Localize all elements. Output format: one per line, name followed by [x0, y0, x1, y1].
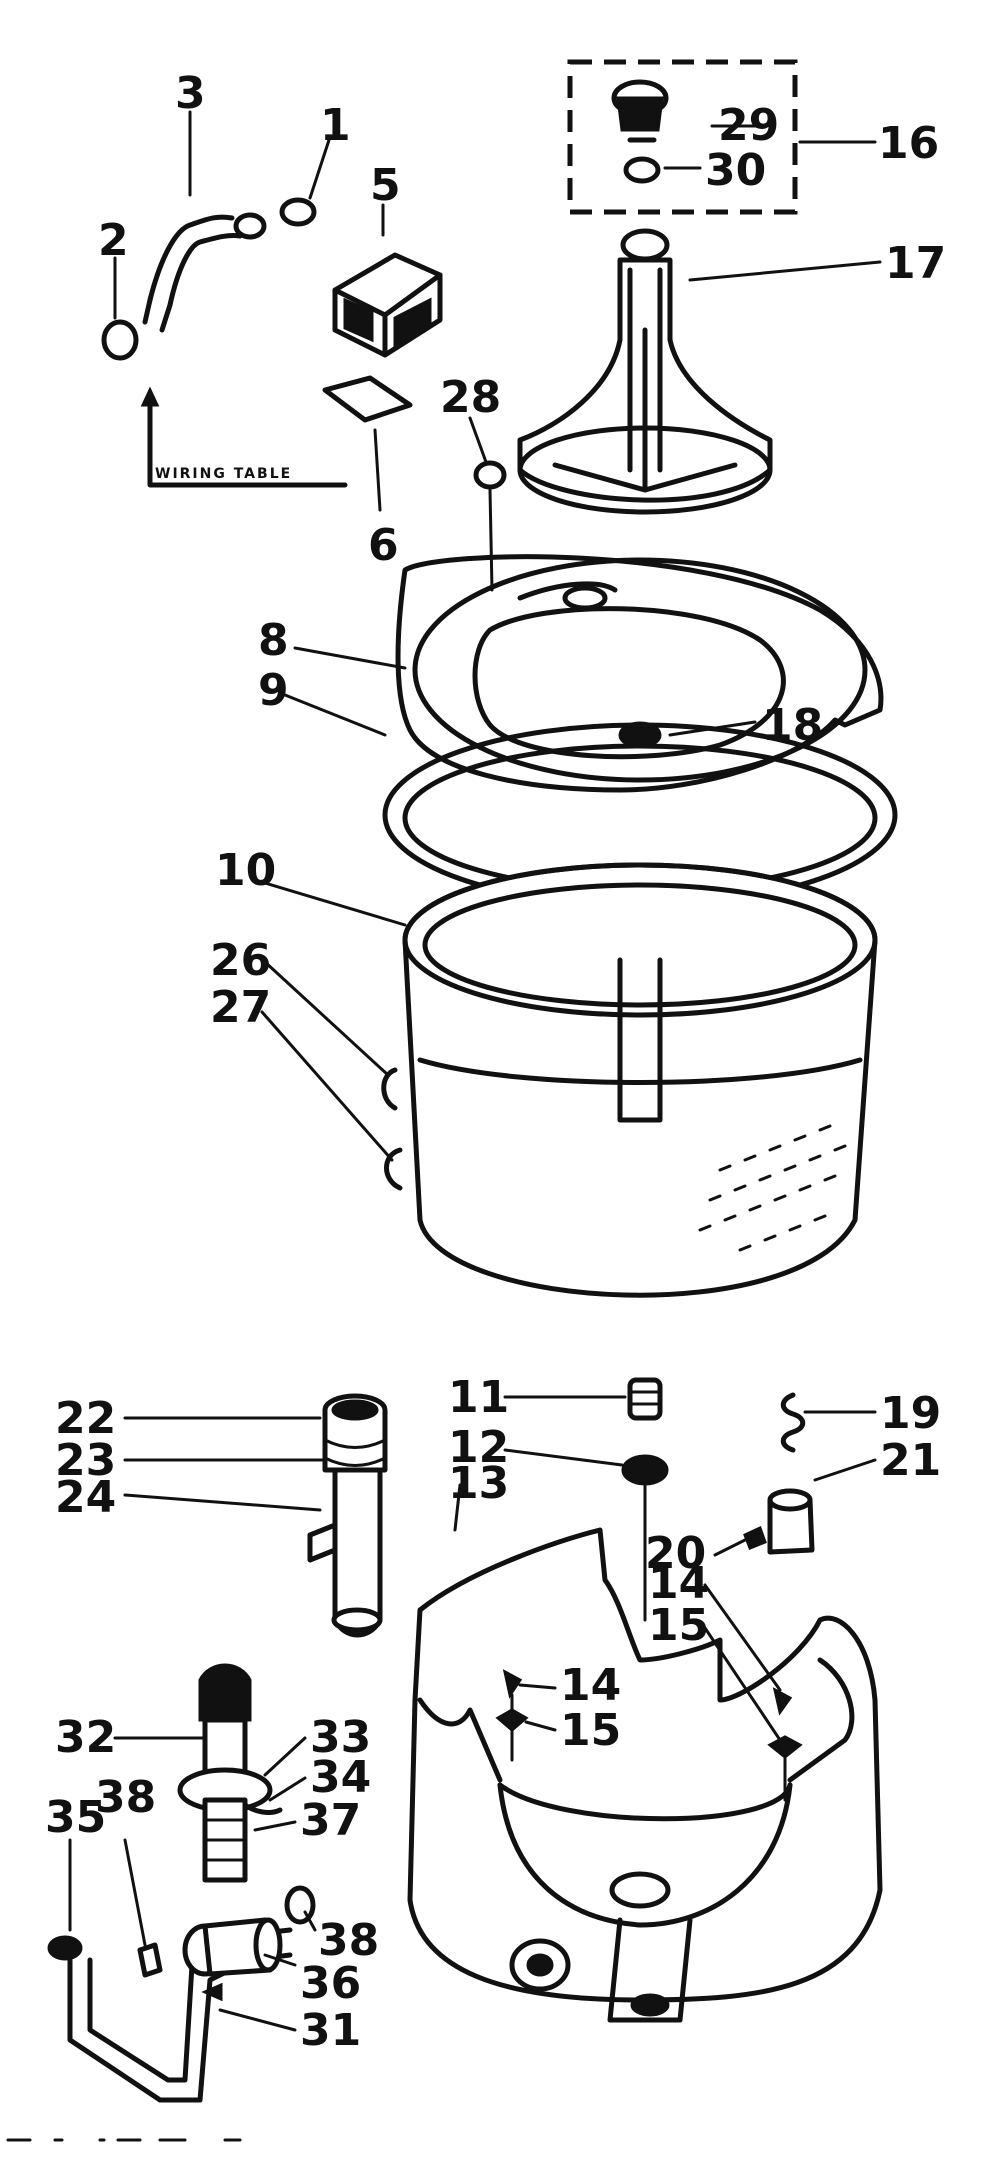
callout-15-right: 15 — [648, 1600, 709, 1651]
leader-lines — [68, 110, 882, 2032]
screw-part-14-right — [772, 1687, 793, 1716]
inlet-part-22-24 — [307, 1393, 388, 1638]
plug-part-28 — [473, 460, 507, 592]
cap-kit-box — [567, 59, 798, 215]
callout-14-left: 14 — [560, 1660, 621, 1711]
callout-26: 26 — [210, 935, 271, 986]
callout-16: 16 — [878, 118, 939, 169]
clip-part-26 — [381, 1067, 398, 1111]
switch-part-5 — [332, 252, 443, 358]
callout-33: 33 — [310, 1712, 371, 1763]
callout-labels: 1 2 3 5 6 8 9 10 11 12 13 14 14 15 15 16… — [45, 68, 946, 2056]
washer-part-15-left — [495, 1708, 529, 1732]
callout-17: 17 — [885, 238, 946, 289]
agitator-part-17 — [517, 228, 773, 515]
base-part-13 — [407, 1527, 883, 2023]
screw-part-20 — [743, 1525, 767, 1550]
callout-1: 1 — [320, 100, 351, 151]
seal-part-30 — [623, 137, 661, 184]
callout-6: 6 — [368, 520, 399, 571]
callout-31: 31 — [300, 2005, 361, 2056]
callout-5: 5 — [370, 160, 401, 211]
tub-perforations — [698, 1124, 847, 1252]
callout-19: 19 — [880, 1388, 941, 1439]
tub-part-10 — [402, 862, 878, 1298]
callout-36: 36 — [300, 1958, 361, 2009]
callout-12: 12 — [448, 1422, 509, 1473]
callout-37: 37 — [300, 1795, 361, 1846]
callout-2: 2 — [98, 215, 129, 266]
callout-13: 13 — [448, 1458, 509, 1509]
wiring-table-pointer — [140, 386, 348, 488]
callout-29: 29 — [718, 100, 779, 151]
washer-part-12 — [621, 1454, 669, 1622]
callout-22: 22 — [55, 1393, 116, 1444]
callout-14-right: 14 — [648, 1558, 709, 1609]
callout-15-left: 15 — [560, 1705, 621, 1756]
callout-9: 9 — [258, 665, 289, 716]
callout-8: 8 — [258, 615, 289, 666]
callout-18: 18 — [762, 700, 823, 751]
callout-32: 32 — [55, 1712, 116, 1763]
wiring-table-label: WIRING TABLE — [155, 466, 292, 482]
callout-11: 11 — [448, 1372, 509, 1423]
pump-part-32-34 — [177, 1663, 283, 1883]
ring-part-2 — [101, 319, 139, 361]
hose-part-3 — [142, 212, 267, 333]
callout-21: 21 — [880, 1435, 941, 1486]
callout-35: 35 — [45, 1792, 106, 1843]
callout-38-right: 38 — [318, 1915, 379, 1966]
plate-part-6 — [322, 375, 413, 423]
callout-28: 28 — [440, 372, 501, 423]
clip-part-27 — [384, 1147, 403, 1191]
callout-27: 27 — [210, 982, 271, 1033]
callout-3: 3 — [175, 68, 206, 119]
callout-30: 30 — [705, 145, 766, 196]
callout-34: 34 — [310, 1752, 371, 1803]
clamp-part-38-left — [137, 1942, 163, 1978]
callout-23: 23 — [55, 1435, 116, 1486]
cap-part-29 — [611, 79, 669, 132]
fitting-part-21 — [767, 1488, 815, 1555]
callout-24: 24 — [55, 1472, 116, 1523]
ring-part-1 — [279, 197, 317, 227]
elbow-part-36 — [182, 1917, 283, 1977]
callout-20: 20 — [645, 1528, 706, 1579]
spring-part-19 — [780, 1392, 806, 1453]
callout-38-left: 38 — [95, 1772, 156, 1823]
cap-part-35 — [47, 1935, 83, 1961]
callout-10: 10 — [215, 845, 276, 896]
tub-cover-part-8 — [395, 554, 884, 793]
nut-part-11 — [627, 1377, 663, 1421]
